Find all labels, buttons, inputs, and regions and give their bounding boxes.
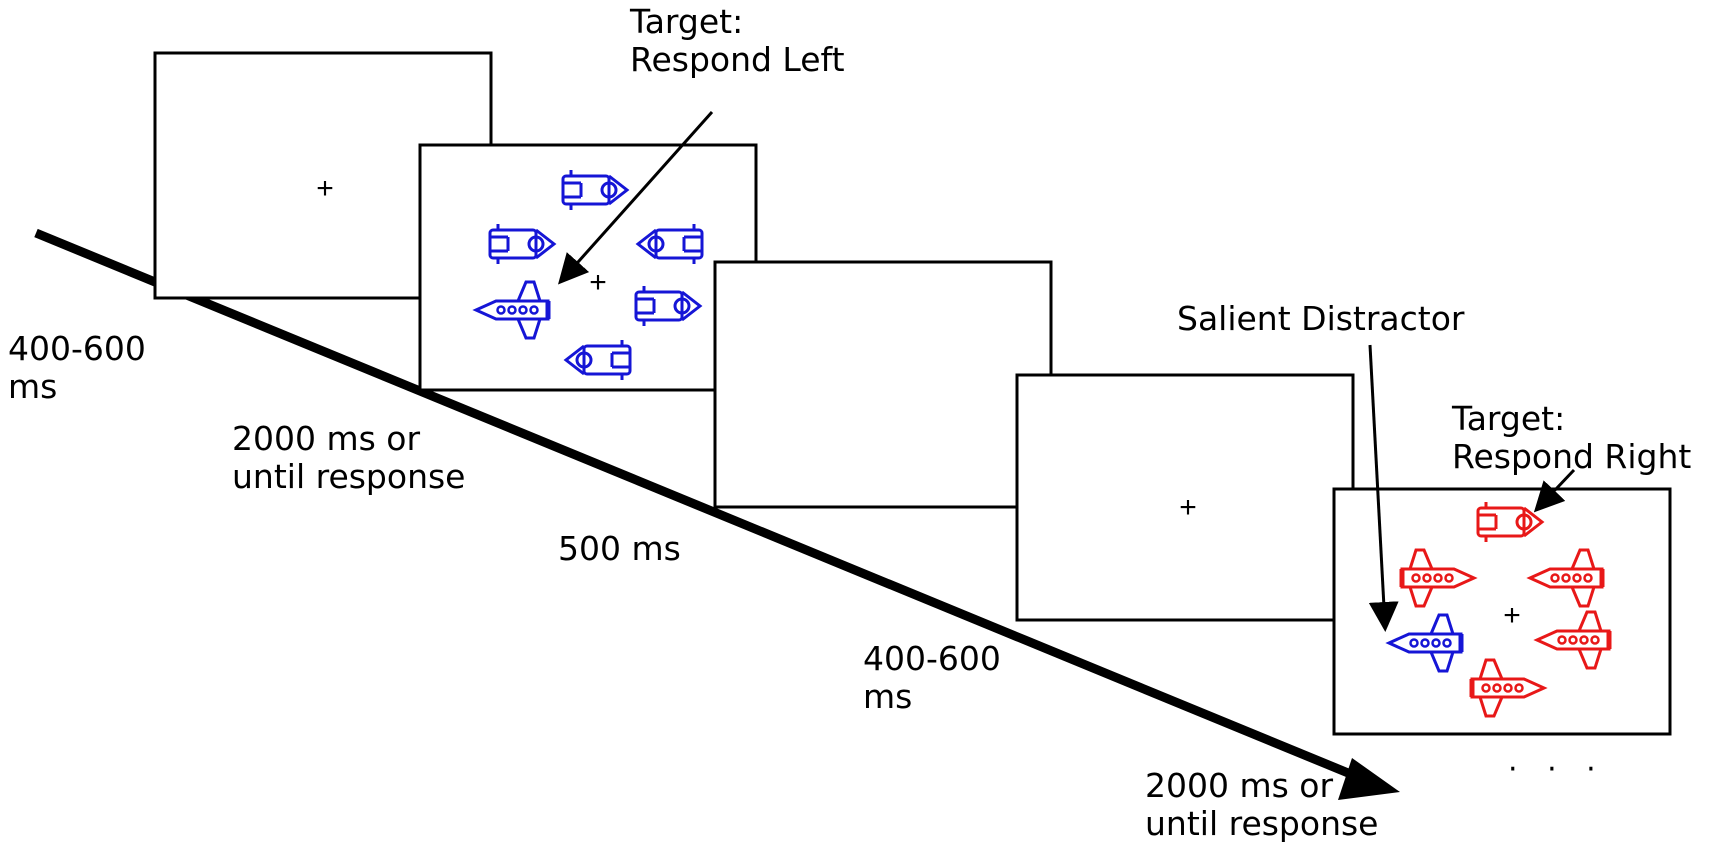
timing-label-fixation-2: 400-600 ms (863, 640, 1001, 716)
frame-blank (713, 260, 1053, 509)
salient-distractor-arrow (1368, 344, 1399, 632)
frame-fixation-2 (1015, 373, 1355, 622)
timing-fixation-1-line-2: ms (8, 367, 58, 406)
fixation-cross-2: + (1179, 491, 1197, 524)
continuation-dots: · · · (1508, 752, 1606, 787)
target-right-arrow (1533, 468, 1576, 513)
timing-search-1-line-2: until response (232, 457, 466, 496)
timing-label-search-2: 2000 ms or until response (1145, 767, 1378, 843)
salient-distractor-label: Salient Distractor (1177, 300, 1465, 338)
timeline-arrowhead (1338, 758, 1400, 800)
timing-fixation-2-line-2: ms (863, 677, 913, 716)
target-left-line-1: Target: (630, 2, 744, 41)
timing-label-blank: 500 ms (558, 530, 681, 568)
fixation-cross-search-1: + (589, 266, 607, 299)
timing-search-1-line-1: 2000 ms or (232, 419, 421, 458)
timeline-arrow-shaft (34, 228, 1372, 787)
target-left-label: Target: Respond Left (630, 3, 845, 79)
timing-label-fixation-1: 400-600 ms (8, 330, 146, 406)
timing-blank-line-1: 500 ms (558, 529, 681, 568)
timing-fixation-2-line-1: 400-600 (863, 639, 1001, 678)
timing-label-search-1: 2000 ms or until response (232, 420, 465, 496)
fixation-cross-search-2: + (1503, 599, 1521, 632)
fixation-cross-1: + (316, 172, 334, 205)
target-right-line-1: Target: (1452, 399, 1566, 438)
target-left-line-2: Respond Left (630, 40, 845, 79)
salient-distractor-text: Salient Distractor (1177, 299, 1465, 338)
target-right-label: Target: Respond Right (1452, 400, 1691, 476)
target-left-arrow (558, 111, 714, 285)
timing-fixation-1-line-1: 400-600 (8, 329, 146, 368)
timing-search-2-line-1: 2000 ms or (1145, 766, 1334, 805)
target-right-line-2: Respond Right (1452, 437, 1692, 476)
timing-search-2-line-2: until response (1145, 804, 1379, 843)
